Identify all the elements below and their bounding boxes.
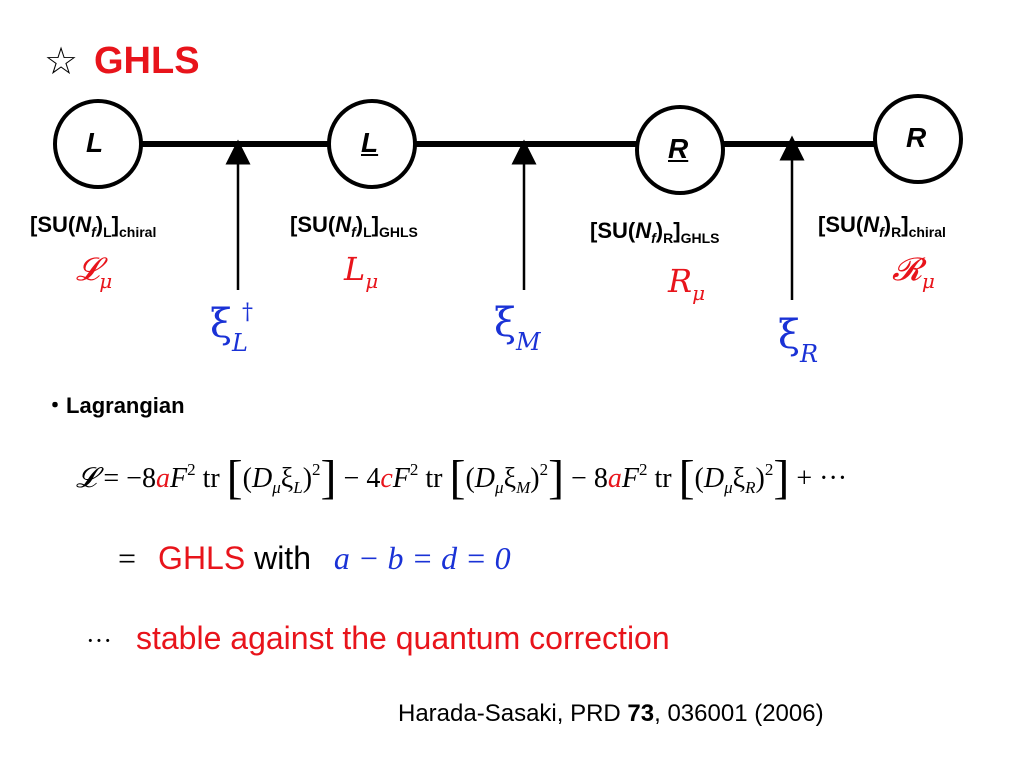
section-heading: ・Lagrangian (44, 393, 185, 418)
field-label: 𝓛μ (76, 250, 113, 293)
group-label: [SU(Nf)R]GHLS (590, 218, 720, 246)
link-field-label: ξR (778, 312, 819, 368)
node-L-chiral (53, 99, 143, 189)
ghls-condition-line: =GHLS with a − b = d = 0 (118, 540, 511, 576)
field-label: Rμ (668, 262, 706, 305)
moose-diagram (53, 94, 963, 300)
group-label: [SU(Nf)L]GHLS (290, 212, 418, 240)
node-label: L (361, 127, 379, 158)
stability-note: ···stable against the quantum correction (86, 620, 670, 656)
field-label: Lμ (344, 250, 379, 293)
node-R-chiral (873, 94, 963, 184)
node-L-ghls (327, 99, 417, 189)
node-R-ghls (635, 105, 725, 195)
lagrangian-equation: 𝓛 = −8aF2 tr [(DμξL)2] − 4cF2 tr [(DμξM)… (76, 451, 848, 504)
reference-citation: Harada-Sasaki, PRD 73, 036001 (2006) (398, 700, 824, 727)
link-field-label: ξM (494, 300, 541, 356)
link-field-label: ξL† (210, 300, 253, 357)
star-icon: ☆ (44, 39, 79, 83)
node-label: R (668, 133, 689, 164)
node-label: R (906, 122, 927, 153)
page-title: GHLS (94, 40, 200, 82)
group-label: [SU(Nf)L]chiral (30, 212, 157, 240)
node-label: L (86, 127, 104, 158)
group-label: [SU(Nf)R]chiral (818, 212, 946, 240)
field-label: 𝓡μ (892, 250, 935, 293)
